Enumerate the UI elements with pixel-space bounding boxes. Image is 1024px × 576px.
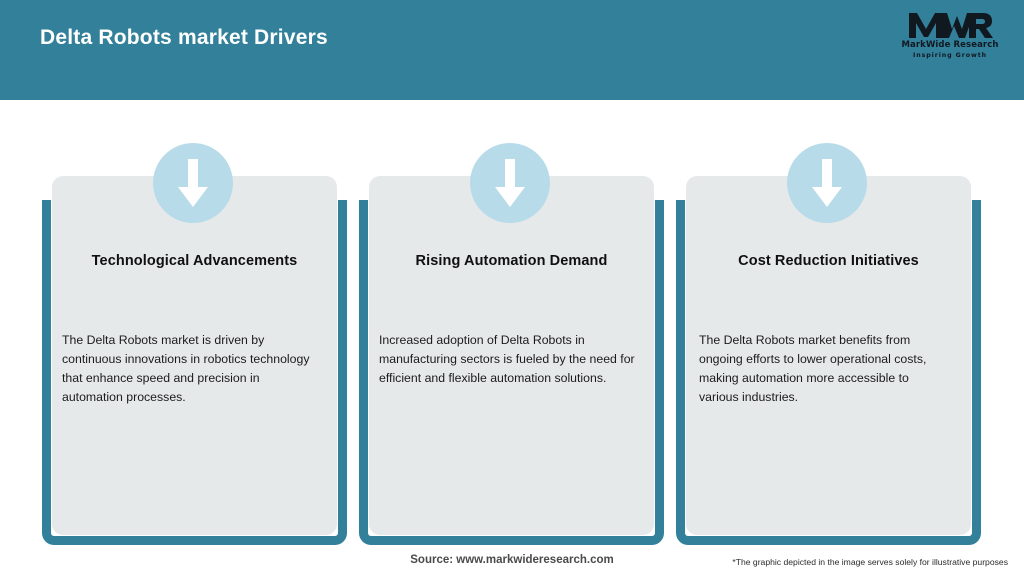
card-body-2: Increased adoption of Delta Robots in ma… (379, 333, 635, 385)
mwr-logo-glyph (909, 13, 993, 38)
mwr-logo-icon (894, 10, 1006, 40)
card-bracket-2 (359, 200, 664, 545)
card-panel-2 (369, 176, 654, 535)
card-bracket-1 (42, 200, 347, 545)
markwide-research-logo: MarkWide Research Inspiring Growth (894, 10, 1006, 68)
footer-source: Source: www.markwideresearch.com (410, 554, 614, 566)
card-panel-1 (52, 176, 337, 535)
down-arrow-glyph (495, 159, 525, 207)
page-title: Delta Robots market Drivers (40, 26, 328, 49)
down-arrow-icon (470, 143, 550, 223)
card-panel-3 (686, 176, 971, 535)
header-bar (0, 0, 1024, 100)
card-bracket-3 (676, 200, 981, 545)
logo-tagline: Inspiring Growth (913, 52, 987, 59)
logo-company-name: MarkWide Research (901, 40, 999, 50)
down-arrow-icon (787, 143, 867, 223)
down-arrow-icon (153, 143, 233, 223)
card-title-1: Technological Advancements (91, 253, 298, 269)
card-title-3: Cost Reduction Initiatives (738, 253, 919, 269)
down-arrow-glyph (178, 159, 208, 207)
down-arrow-glyph (812, 159, 842, 207)
card-body-3: The Delta Robots market benefits from on… (699, 333, 927, 404)
card-body-1: The Delta Robots market is driven by con… (62, 333, 310, 404)
footer-disclaimer: *The graphic depicted in the image serve… (732, 557, 1008, 567)
card-title-2: Rising Automation Demand (415, 253, 608, 269)
